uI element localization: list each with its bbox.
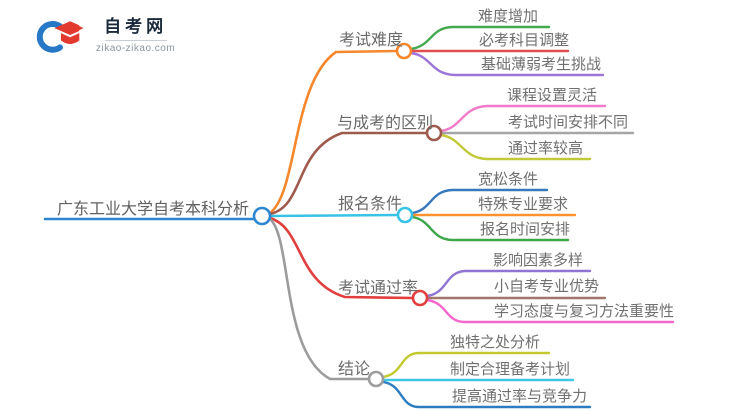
- child-line: [410, 188, 549, 215]
- child-label: 基础薄弱考生挑战: [481, 56, 602, 73]
- child-label: 必考科目调整: [479, 32, 570, 49]
- child-line: [381, 351, 551, 379]
- graduation-cap-icon: [36, 21, 88, 53]
- child-line: [425, 269, 592, 298]
- branch-line-vs-chengkao: [268, 131, 429, 216]
- mindmap-root-label: 广东工业大学自考本科分析: [57, 201, 250, 218]
- branch-line-exam-difficulty: [268, 49, 399, 215]
- logo-divider: [104, 39, 167, 41]
- child-label: 特殊专业要求: [478, 196, 569, 213]
- logo-title: 自考网: [104, 16, 168, 36]
- branch-label-exam-difficulty: 考试难度: [339, 32, 404, 49]
- branch-node-circle: [411, 289, 429, 307]
- child-label: 通过率较高: [508, 140, 584, 157]
- child-label: 提高通过率与竞争力: [452, 388, 588, 405]
- logo-domain: zikao-zikao.com: [96, 42, 176, 54]
- branch-label-pass-rate: 考试通过率: [338, 280, 419, 297]
- root-node-circle: [252, 206, 272, 226]
- child-label: 小自考专业优势: [494, 278, 600, 295]
- child-label: 宽松条件: [478, 171, 539, 188]
- child-label: 学习态度与复习方法重要性: [494, 303, 675, 320]
- child-label: 独特之处分析: [450, 334, 541, 351]
- branch-line-conclusion: [268, 217, 371, 381]
- child-line: [439, 133, 592, 161]
- child-line: [409, 25, 551, 51]
- branch-node-circle: [396, 206, 414, 224]
- branch-node-circle: [425, 124, 443, 142]
- branch-line-pass-rate: [268, 216, 415, 300]
- branch-label-vs-chengkao: 与成考的区别: [337, 115, 434, 132]
- branch-label-registration: 报名条件: [338, 196, 403, 213]
- child-label: 制定合理备考计划: [450, 361, 571, 378]
- child-line: [425, 298, 675, 324]
- child-label: 影响因素多样: [493, 252, 584, 269]
- site-logo[interactable]: 自考网 zikao-zikao.com: [32, 12, 175, 58]
- child-line: [439, 104, 607, 133]
- child-label: 课程设置灵活: [507, 87, 598, 104]
- branch-line-registration: [268, 213, 400, 218]
- child-line: [381, 380, 592, 409]
- child-label: 难度增加: [478, 8, 539, 25]
- child-line: [409, 51, 605, 77]
- child-label: 报名时间安排: [480, 221, 571, 238]
- child-label: 考试时间安排不同: [508, 114, 629, 131]
- child-line: [410, 215, 570, 242]
- branch-node-circle: [395, 42, 413, 60]
- branch-label-conclusion: 结论: [338, 361, 371, 378]
- branch-node-circle: [367, 370, 385, 388]
